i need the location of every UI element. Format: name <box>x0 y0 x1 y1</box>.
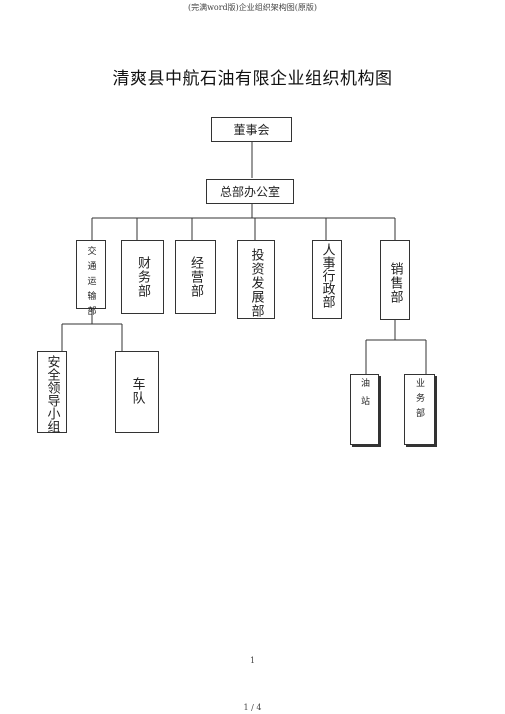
node-safety: 安全领导小组 <box>37 351 67 433</box>
node-office-label: 总部办公室 <box>219 185 280 199</box>
node-transport-label: 交通运输部 <box>85 246 96 321</box>
node-fleet-label: 车队 <box>129 377 145 405</box>
node-business-label: 业务部 <box>414 378 424 423</box>
node-operations-label: 经营部 <box>188 256 203 298</box>
node-hr: 人事行政部 <box>312 240 342 319</box>
node-hr-label: 人事行政部 <box>319 243 335 308</box>
node-investment: 投资发展部 <box>237 240 275 319</box>
node-station: 油站 <box>350 374 379 445</box>
page-count: 1 / 4 <box>243 703 262 712</box>
page-number: 1 <box>249 656 256 665</box>
node-sales-label: 销售部 <box>387 262 403 304</box>
document-header: (完满word版)企业组织架构图(原版) <box>187 3 318 12</box>
node-board: 董事会 <box>211 117 292 142</box>
node-investment-label: 投资发展部 <box>248 248 264 318</box>
node-finance: 财务部 <box>121 240 164 314</box>
node-station-label: 油站 <box>359 378 369 414</box>
node-finance-label: 财务部 <box>135 256 150 298</box>
chart-title: 清爽县中航石油有限企业组织机构图 <box>112 69 393 89</box>
node-safety-label: 安全领导小组 <box>44 355 60 433</box>
node-fleet: 车队 <box>115 351 159 433</box>
node-operations: 经营部 <box>175 240 216 314</box>
node-office: 总部办公室 <box>206 179 294 204</box>
node-sales: 销售部 <box>380 240 410 320</box>
node-transport: 交通运输部 <box>76 240 106 321</box>
node-board-label: 董事会 <box>233 123 270 137</box>
node-business: 业务部 <box>404 374 435 445</box>
